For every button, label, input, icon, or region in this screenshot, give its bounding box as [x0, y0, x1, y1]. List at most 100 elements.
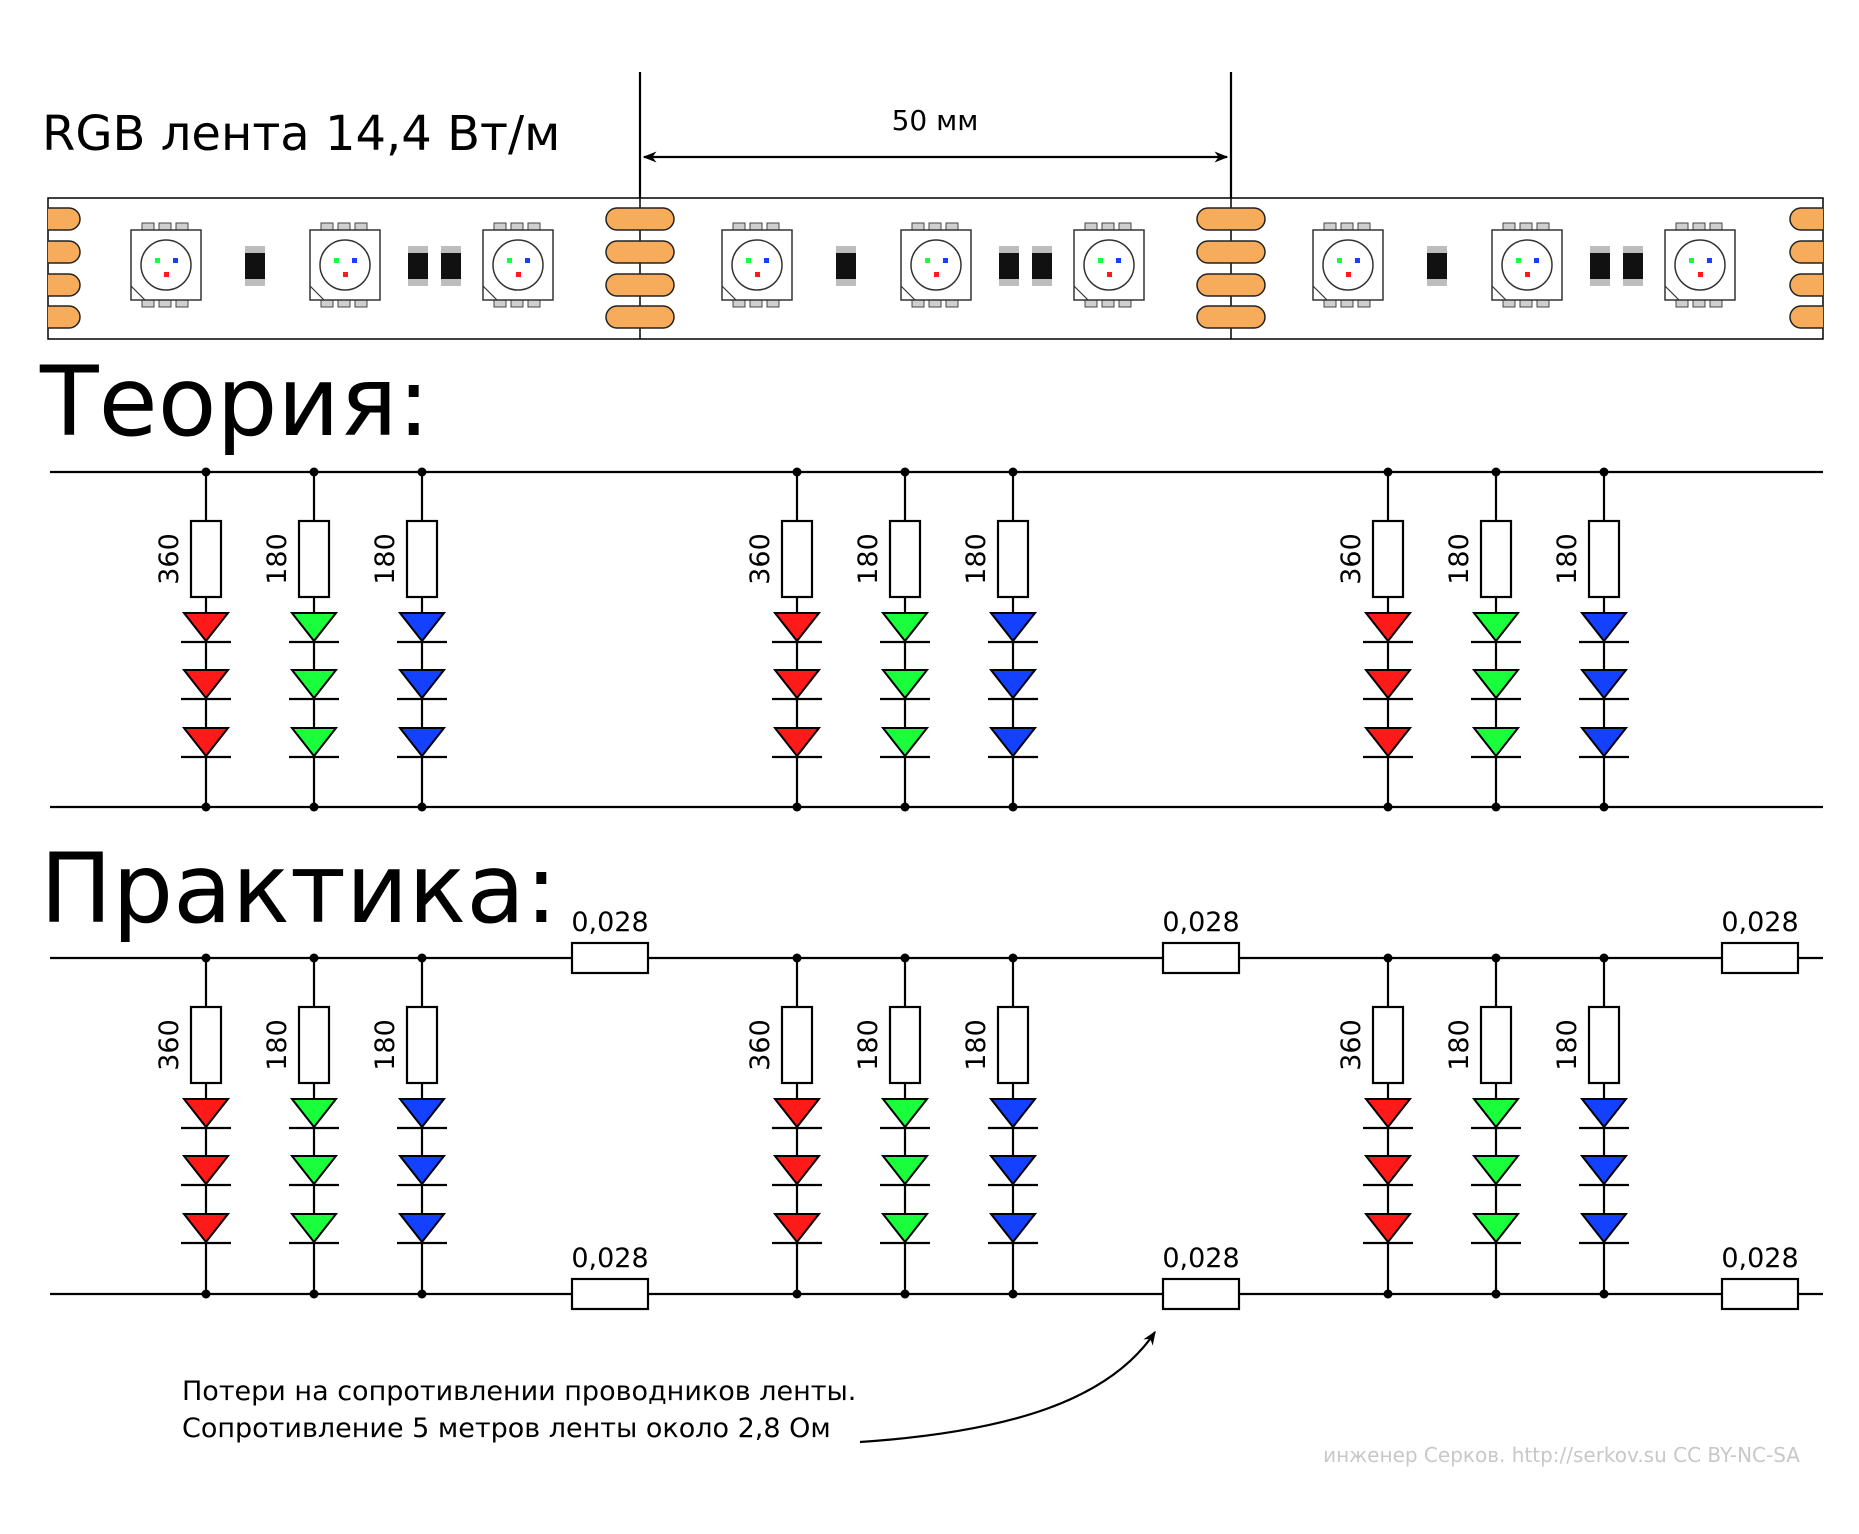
chip-pin: [928, 299, 942, 308]
resistor-value: 360: [154, 1019, 185, 1071]
branch-green: 180: [853, 953, 930, 1299]
chip-bevel: [309, 285, 325, 301]
chip-pin: [945, 299, 959, 308]
green-die: [1516, 258, 1521, 263]
chip-pin: [510, 299, 524, 308]
resistor-cap: [408, 279, 428, 286]
chip-lens: [492, 239, 544, 291]
blue-die: [1707, 258, 1712, 263]
led-chip: [309, 222, 381, 308]
chip-lens: [910, 239, 962, 291]
chip-bevel: [130, 285, 146, 301]
chip-pin: [1118, 299, 1132, 308]
chip-bevel: [482, 285, 498, 301]
led-chip: [1664, 222, 1736, 308]
resistor: [780, 519, 814, 599]
chip-bevel: [1491, 285, 1507, 301]
resistor-cap: [245, 246, 265, 253]
led-diode-green: [880, 727, 930, 758]
section-title-practice: Практика:: [40, 833, 557, 945]
chip-pin: [1709, 299, 1723, 308]
branch-green: 180: [1444, 467, 1521, 812]
resistor: [1587, 519, 1621, 599]
blue-die: [1355, 258, 1360, 263]
chip-lens: [140, 239, 192, 291]
chip-pin: [158, 222, 172, 231]
led-diode-blue: [1579, 669, 1629, 700]
chip-pin: [911, 222, 925, 231]
smd-resistor: [1623, 246, 1643, 286]
led-chip: [1312, 222, 1384, 308]
led-diode-green: [289, 669, 339, 700]
resistor-value: 180: [961, 1019, 992, 1071]
chip-pin: [158, 299, 172, 308]
chip-pin: [732, 299, 746, 308]
led-diode-red: [181, 1213, 231, 1244]
resistor-value: 360: [1336, 533, 1367, 585]
chip-pin: [1536, 222, 1550, 231]
resistor-value: 360: [154, 533, 185, 585]
wire-resistor: [1161, 1277, 1241, 1311]
led-diode-green: [880, 612, 930, 643]
led-diode-red: [1363, 612, 1413, 643]
wire-resistance-value: 0,028: [1162, 907, 1239, 938]
copper-pad: [605, 240, 675, 264]
green-die: [1337, 258, 1342, 263]
branch-red: 360: [745, 953, 822, 1299]
led-diode-green: [1471, 727, 1521, 758]
led-diode-red: [1363, 1213, 1413, 1244]
led-diode-green: [1471, 612, 1521, 643]
chip-pin: [1519, 299, 1533, 308]
resistor-cap: [836, 279, 856, 286]
chip-lens: [1322, 239, 1374, 291]
smd-resistor: [245, 246, 265, 286]
copper-pad: [1789, 273, 1823, 297]
wire-resistor: [1720, 1277, 1800, 1311]
led-diode-red: [772, 669, 822, 700]
chip-pin: [1357, 222, 1371, 231]
chip-pin: [1118, 222, 1132, 231]
copper-pad: [1789, 305, 1823, 329]
led-diode-green: [1471, 1155, 1521, 1186]
resistor: [405, 1005, 439, 1085]
led-diode-blue: [988, 727, 1038, 758]
led-diode-green: [880, 1213, 930, 1244]
resistor-body: [1590, 246, 1610, 286]
smd-resistor: [408, 246, 428, 286]
led-chip: [1073, 222, 1145, 308]
led-diode-red: [1363, 1098, 1413, 1129]
wire-resistor: [570, 941, 650, 975]
chip-pin: [911, 299, 925, 308]
resistor: [996, 1005, 1030, 1085]
led-diode-green: [1471, 1213, 1521, 1244]
wire-resistance: 0,028: [1161, 1243, 1241, 1311]
copper-pad: [48, 305, 81, 329]
red-die: [934, 272, 939, 277]
resistor: [888, 519, 922, 599]
chip-pin: [337, 299, 351, 308]
branch-blue: 180: [370, 953, 447, 1299]
resistor-cap: [999, 246, 1019, 253]
led-diode-red: [772, 1098, 822, 1129]
chip-pin: [1502, 299, 1516, 308]
resistor-cap: [1590, 279, 1610, 286]
resistor-value: 360: [1336, 1019, 1367, 1071]
resistor-body: [1427, 246, 1447, 286]
led-diode-red: [772, 612, 822, 643]
led-diode-red: [772, 1155, 822, 1186]
red-die: [755, 272, 760, 277]
led-diode-red: [181, 1155, 231, 1186]
chip-pin: [1536, 299, 1550, 308]
resistor-cap: [1032, 279, 1052, 286]
resistor-value: 180: [1444, 1019, 1475, 1071]
resistor: [1479, 519, 1513, 599]
resistor-cap: [999, 279, 1019, 286]
chip-pin: [1340, 299, 1354, 308]
led-chip: [900, 222, 972, 308]
branch-red: 360: [1336, 467, 1413, 812]
resistor-value: 180: [262, 1019, 293, 1071]
blue-die: [1116, 258, 1121, 263]
chip-bevel: [1664, 285, 1680, 301]
resistor: [189, 1005, 223, 1085]
